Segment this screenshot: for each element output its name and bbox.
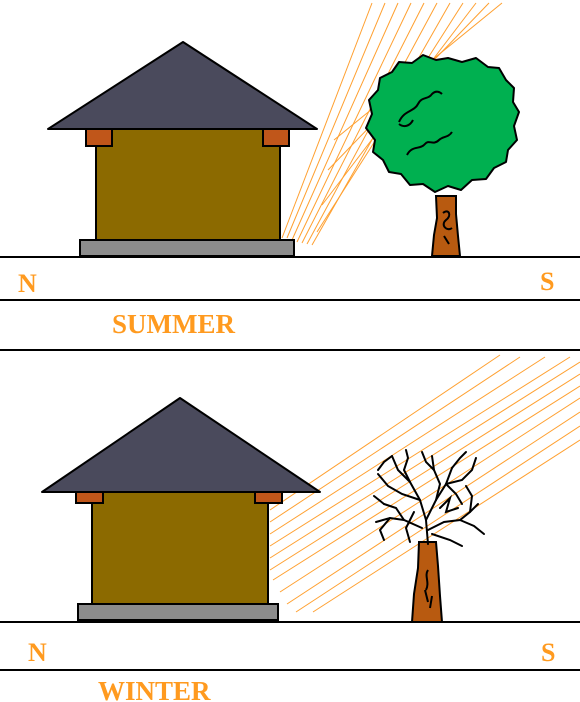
house-eave-left bbox=[76, 492, 103, 503]
house-wall bbox=[96, 128, 280, 240]
house-roof bbox=[42, 398, 320, 492]
winter-panel: N S WINTER bbox=[0, 355, 580, 702]
summer-south-label: S bbox=[540, 267, 554, 296]
tree-canopy bbox=[366, 55, 519, 192]
house-wall bbox=[92, 492, 268, 604]
house-foundation bbox=[78, 604, 278, 620]
house-eave-right bbox=[255, 492, 282, 503]
tree-branches bbox=[374, 450, 484, 546]
summer-house bbox=[48, 42, 317, 256]
house-foundation bbox=[80, 240, 294, 256]
summer-leafy-tree bbox=[366, 55, 519, 256]
house-eave-right bbox=[263, 129, 289, 146]
tree-trunk bbox=[432, 196, 460, 256]
summer-north-label: N bbox=[18, 269, 37, 298]
house-eave-left bbox=[86, 129, 112, 146]
summer-panel: N S SUMMER bbox=[0, 3, 580, 350]
winter-south-label: S bbox=[541, 638, 555, 667]
winter-season-label: WINTER bbox=[98, 676, 211, 702]
house-roof bbox=[48, 42, 317, 129]
winter-north-label: N bbox=[28, 638, 47, 667]
summer-season-label: SUMMER bbox=[112, 309, 235, 339]
winter-house bbox=[42, 398, 320, 620]
